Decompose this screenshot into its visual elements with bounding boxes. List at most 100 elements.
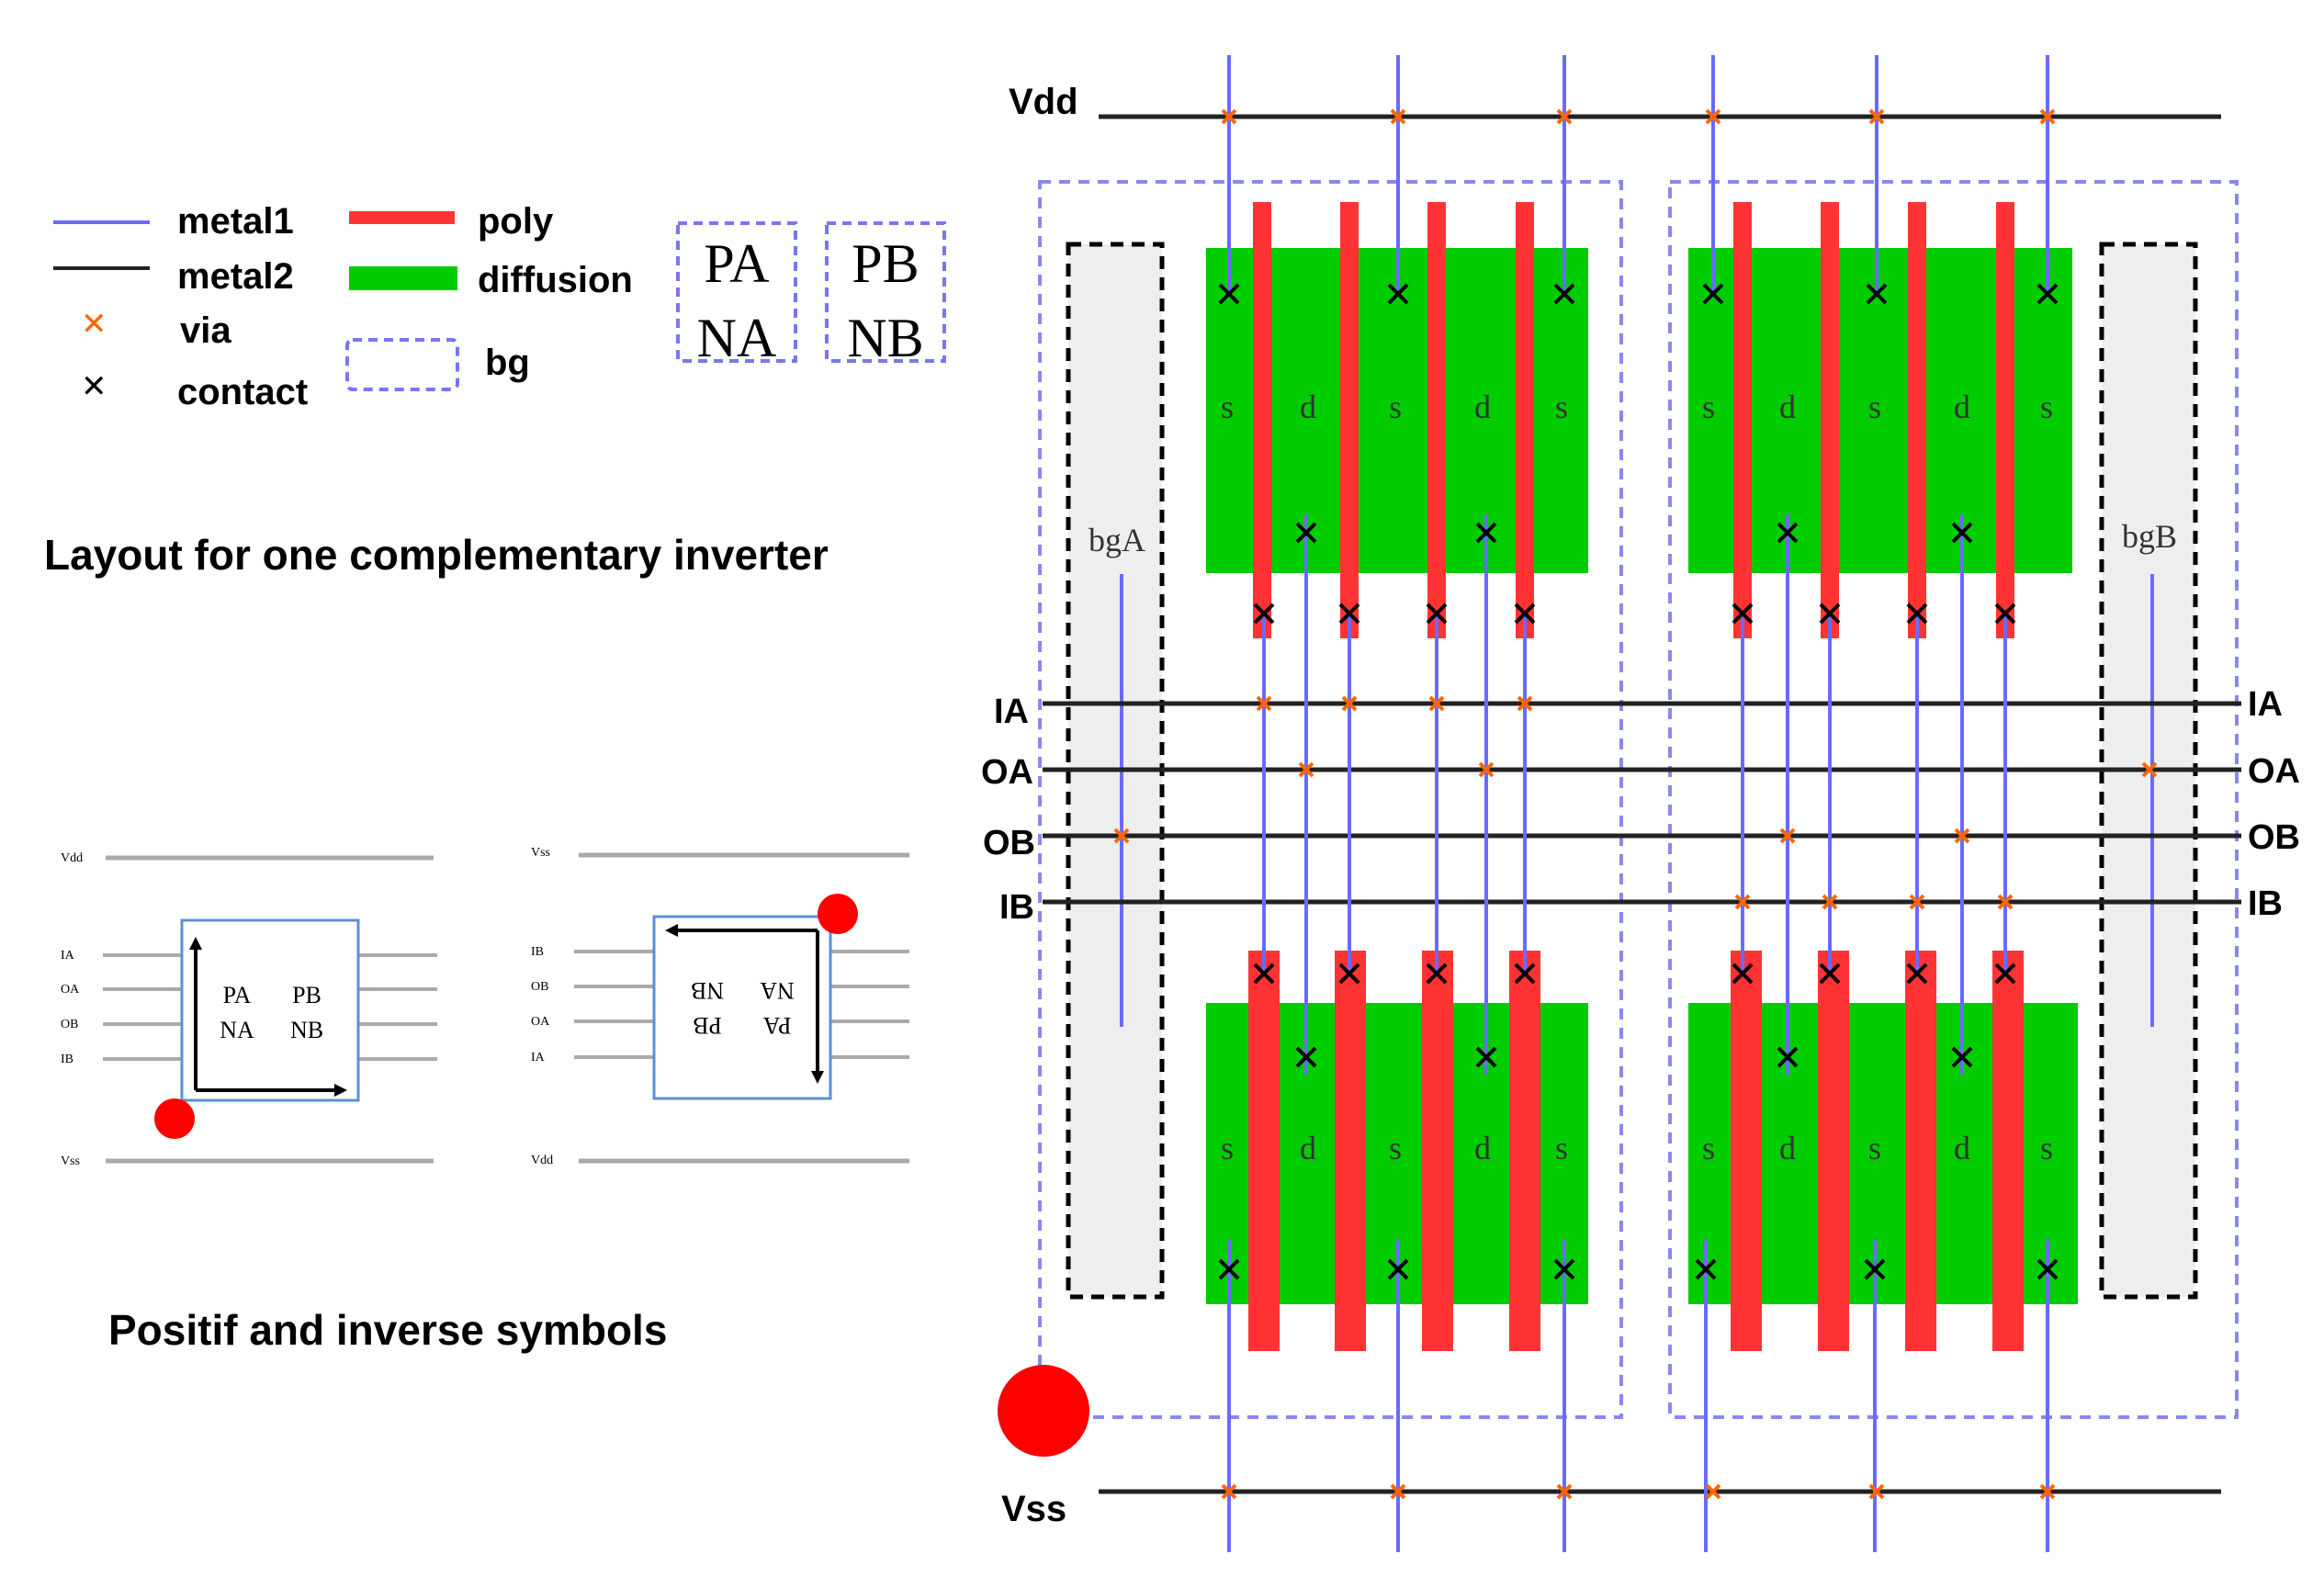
terminal-label: s bbox=[2040, 1130, 2053, 1166]
via-mark bbox=[1256, 695, 1272, 712]
contact-mark bbox=[1253, 603, 1275, 625]
symbol-positive-pin-label-3: OB bbox=[61, 1018, 78, 1031]
rail-vss-label: Vss bbox=[1001, 1489, 1066, 1529]
via-mark bbox=[1705, 1483, 1721, 1500]
poly-gate-bottom bbox=[1731, 951, 1762, 1351]
poly-gate-bottom bbox=[1335, 951, 1366, 1351]
terminal-label: s bbox=[1555, 1130, 1568, 1166]
poly-gate-bottom bbox=[1992, 951, 2024, 1351]
symbol-positive-arrow-right-head bbox=[334, 1084, 347, 1097]
legend-contact-label: contact bbox=[177, 372, 308, 412]
symbol-inverse-text-br: PA bbox=[762, 1012, 791, 1039]
contact-mark bbox=[1553, 1258, 1575, 1280]
back-gate-b-label: bgB bbox=[2122, 518, 2177, 555]
legend-cell-b-top: PB bbox=[852, 233, 919, 294]
via-mark bbox=[1556, 108, 1573, 125]
poly-gate-top bbox=[1908, 202, 1926, 638]
contact-mark bbox=[1218, 1258, 1240, 1280]
poly-gate-bottom bbox=[1509, 951, 1540, 1351]
symbol-positive: Vdd Vss IA OA OB IB PA PB NA NB bbox=[61, 851, 437, 1168]
via-mark bbox=[1517, 695, 1533, 712]
legend-diffusion-label: diffusion bbox=[478, 260, 633, 300]
symbol-positive-pin-label-2: OA bbox=[61, 983, 80, 997]
bg-region-b bbox=[1668, 180, 2239, 1419]
via-mark bbox=[1298, 761, 1314, 778]
via-mark bbox=[1705, 108, 1721, 125]
legend-bg-swatch bbox=[345, 338, 459, 391]
bus-label-right-ob: OB bbox=[2248, 818, 2300, 857]
poly-gate-bottom bbox=[1818, 951, 1849, 1351]
bus-label-left-oa: OA bbox=[981, 753, 1033, 792]
terminal-label: d bbox=[1779, 1130, 1796, 1166]
poly-gate-bottom bbox=[1905, 951, 1936, 1351]
contact-mark bbox=[1777, 522, 1799, 544]
symbol-positive-text-tr: PB bbox=[292, 982, 322, 1008]
symbols-caption: Positif and inverse symbols bbox=[108, 1306, 667, 1354]
legend-metal2-label: metal2 bbox=[177, 256, 294, 297]
symbol-positive-text-br: NB bbox=[290, 1017, 323, 1043]
symbol-inverse-rail-bottom-label: Vdd bbox=[531, 1154, 553, 1167]
contact-mark bbox=[1732, 603, 1754, 625]
terminal-label: d bbox=[1300, 1130, 1316, 1166]
contact-mark bbox=[1864, 1258, 1886, 1280]
contact-mark bbox=[1866, 283, 1888, 305]
poly-gate-top bbox=[1733, 202, 1752, 638]
symbol-inverse-text-bl: PB bbox=[693, 1012, 722, 1039]
contact-mark bbox=[1553, 283, 1575, 305]
terminal-label: s bbox=[1221, 389, 1234, 425]
back-gate-a-label: bgA bbox=[1089, 522, 1145, 558]
layout-orientation-marker bbox=[998, 1365, 1089, 1457]
via-mark bbox=[2039, 1483, 2056, 1500]
contact-mark bbox=[1338, 963, 1360, 985]
symbol-inverse-pin-label-1: IB bbox=[531, 945, 544, 959]
symbol-positive-text-bl: NA bbox=[220, 1017, 254, 1043]
via-mark bbox=[1868, 1483, 1885, 1500]
contact-mark bbox=[1514, 963, 1536, 985]
terminal-label: d bbox=[1779, 389, 1796, 425]
symbol-inverse-rail-top-label: Vss bbox=[531, 846, 550, 860]
via-mark bbox=[1113, 828, 1130, 844]
terminal-label: s bbox=[2040, 389, 2053, 425]
poly-gate-top bbox=[1427, 202, 1446, 638]
poly-gate-top bbox=[1821, 202, 1839, 638]
terminal-label: d bbox=[1474, 389, 1491, 425]
contact-mark bbox=[1819, 963, 1841, 985]
symbol-positive-arrow-up-head bbox=[189, 937, 202, 950]
legend-contact-icon: ✕ bbox=[81, 368, 107, 405]
via-mark bbox=[2039, 108, 2056, 125]
bus-label-right-ib: IB bbox=[2248, 884, 2283, 923]
legend-cell-b-bottom: NB bbox=[847, 308, 923, 368]
terminal-label: s bbox=[1702, 1130, 1715, 1166]
contact-mark bbox=[1951, 1046, 1973, 1068]
rail-vdd-label: Vdd bbox=[1009, 82, 1078, 122]
symbol-inverse-box bbox=[652, 915, 832, 1100]
via-mark bbox=[1868, 108, 1885, 125]
contact-mark bbox=[1777, 1046, 1799, 1068]
contact-mark bbox=[1387, 1258, 1409, 1280]
symbol-inverse-marker bbox=[818, 894, 858, 934]
symbol-positive-text-tl: PA bbox=[223, 982, 252, 1008]
via-mark bbox=[1390, 1483, 1406, 1500]
contact-mark bbox=[1702, 283, 1724, 305]
contact-mark bbox=[1906, 603, 1928, 625]
contact-mark bbox=[1218, 283, 1240, 305]
via-mark bbox=[1779, 828, 1796, 844]
symbol-positive-marker bbox=[154, 1098, 195, 1139]
legend-poly-label: poly bbox=[478, 201, 554, 242]
contact-mark bbox=[1475, 1046, 1497, 1068]
terminal-label: s bbox=[1221, 1130, 1234, 1166]
legend-via-label: via bbox=[180, 310, 231, 351]
legend-cell-a-top: PA bbox=[704, 233, 769, 294]
symbol-inverse-text-tl: NB bbox=[691, 977, 724, 1004]
legend-bg-label: bg bbox=[485, 343, 530, 383]
symbol-positive-pin-label-1: IA bbox=[61, 949, 75, 963]
terminal-label: s bbox=[1389, 389, 1402, 425]
contact-mark bbox=[1475, 522, 1497, 544]
legend-cell-a-bottom: NA bbox=[697, 308, 777, 368]
bus-label-left-ib: IB bbox=[999, 888, 1034, 927]
contact-mark bbox=[1906, 963, 1928, 985]
via-mark bbox=[1428, 695, 1445, 712]
contact-mark bbox=[1994, 603, 2016, 625]
